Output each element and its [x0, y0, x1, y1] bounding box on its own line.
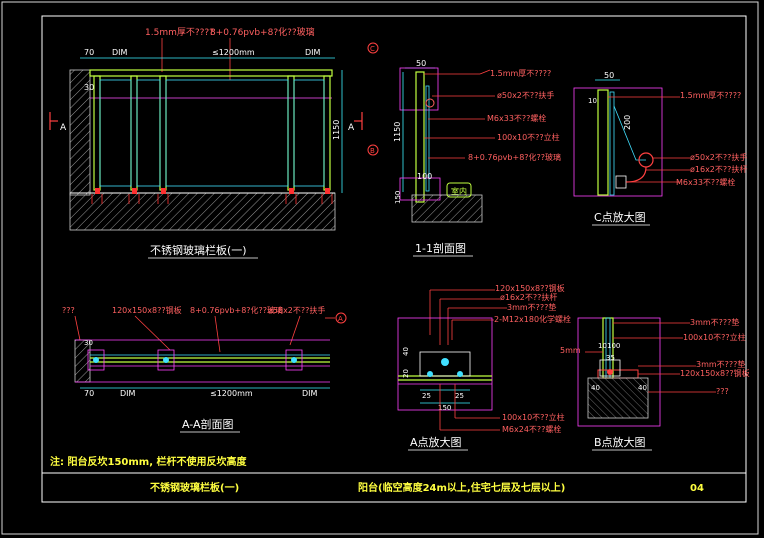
detb-dim-100: 100	[607, 342, 620, 350]
detb-label-5mm: 5mm	[560, 346, 581, 355]
detc-label-0: 1.5mm厚不????	[680, 91, 741, 100]
title-detail-a: A点放大图	[410, 435, 462, 449]
title-section-aa: A-A剖面图	[182, 417, 234, 431]
detc-label-3: M6x33不??螺栓	[676, 177, 735, 187]
detc-label-2: ø16x2不??扶杆	[690, 164, 747, 174]
secaa-marker-a: A	[338, 315, 343, 323]
detc-dim-200: 200	[623, 115, 632, 130]
detail-a: 120x150x8??钢板 ø16x2不??扶杆 3mm不???垫 2-M12x…	[397, 283, 571, 451]
elev-dim-dim-2: DIM	[305, 48, 321, 57]
secaa-dim-70: 70	[84, 389, 94, 398]
detb-label-4: ???	[716, 387, 729, 396]
drawing-note: 注: 阳台反坎150mm, 栏杆不使用反坎高度	[50, 455, 247, 468]
title-detail-c: C点放大图	[594, 210, 646, 224]
detb-dim-40-2: 40	[638, 384, 647, 392]
deta-label-5: M6x24不??螺栓	[502, 424, 561, 434]
sec11-dim-1150: 1150	[393, 122, 402, 142]
secaa-dim-dim-2: DIM	[302, 389, 318, 398]
sec11-box-label: 室内	[451, 186, 467, 196]
sec11-dim-150: 150	[394, 191, 402, 204]
sec11-dim-100: 100	[417, 172, 432, 181]
deta-dim-150: 150	[438, 404, 451, 412]
sec11-marker-c: C	[370, 45, 375, 53]
elev-marker-a-right: A	[348, 123, 355, 133]
detc-label-1: ø50x2不??扶手	[690, 152, 747, 162]
secaa-label-2: 8+0.76pvb+8?化??玻璃	[190, 305, 283, 315]
sec11-label-1: ø50x2不??扶手	[497, 90, 554, 100]
sec11-label-3: 100x10不??立柱	[497, 132, 560, 142]
footer-scope: 阳台(临空高度24m以上,住宅七层及七层以上)	[358, 481, 565, 494]
elev-marker-a-left: A	[60, 123, 67, 133]
detc-dim-10: 10	[588, 97, 597, 105]
elev-top-label-1: 1.5mm厚不????	[145, 27, 214, 38]
footer-drawing-name: 不锈钢玻璃栏板(一)	[150, 481, 239, 494]
elev-top-label-2: 8+0.76pvb+8?化??玻璃	[210, 26, 315, 38]
inner-frame	[41, 15, 747, 503]
detc-dim-50: 50	[604, 71, 614, 80]
sec11-label-4: 8+0.76pvb+8?化??玻璃	[468, 152, 561, 162]
deta-label-4: 100x10不??立柱	[502, 412, 565, 422]
deta-label-1: ø16x2不??扶杆	[500, 292, 557, 302]
detb-dim-40-1: 40	[591, 384, 600, 392]
deta-label-2: 3mm不???垫	[507, 302, 556, 312]
deta-label-0: 120x150x8??钢板	[495, 283, 565, 293]
deta-dim-25-2: 25	[455, 392, 464, 400]
detb-label-2: 3mm不???垫	[696, 359, 745, 369]
section-aa: ??? 120x150x8??钢板 8+0.76pvb+8?化??玻璃 ø50x…	[62, 305, 347, 433]
title-detail-b: B点放大图	[594, 435, 646, 449]
detb-dim-35: 35	[606, 354, 615, 362]
detail-b: 10 100 35 40 40 5mm 3mm不???垫 100x10不??立柱…	[560, 317, 750, 451]
secaa-label-3: ø50x2不??扶手	[268, 305, 325, 315]
title-main: 不锈钢玻璃栏板(一)	[150, 243, 247, 257]
sec11-label-0: 1.5mm厚不????	[490, 69, 551, 78]
secaa-dim-dim-1: DIM	[120, 389, 136, 398]
deta-dim-20: 20	[402, 369, 410, 378]
detb-dim-10: 10	[598, 342, 607, 350]
detb-label-0: 3mm不???垫	[690, 317, 739, 327]
deta-label-3: 2-M12x180化学螺栓	[494, 314, 571, 324]
sec11-label-2: M6x33不??螺栓	[487, 113, 546, 123]
secaa-dim-30: 30	[84, 339, 93, 347]
secaa-dim-1200: ≤1200mm	[210, 389, 253, 398]
deta-dim-40: 40	[402, 347, 410, 356]
elev-dim-70: 70	[84, 48, 94, 57]
secaa-label-0: ???	[62, 306, 75, 315]
detb-label-3: 120x150x8??钢板	[680, 368, 750, 378]
secaa-label-1: 120x150x8??钢板	[112, 305, 182, 315]
detail-c: 50 10 200 1.5mm厚不???? ø50x2不??扶手 ø16x2不?…	[573, 71, 747, 226]
sec11-dim-50: 50	[416, 59, 426, 68]
elevation-view: 1.5mm厚不???? 8+0.76pvb+8?化??玻璃 70 DIM ≤12…	[49, 26, 363, 259]
elev-dim-1150: 1150	[332, 120, 341, 140]
detb-label-1: 100x10不??立柱	[683, 332, 746, 342]
elev-dim-dim-1: DIM	[112, 48, 128, 57]
sec11-marker-b: B	[370, 147, 375, 155]
footer-sheet-number: 04	[690, 483, 704, 494]
section-1-1: C B 50 1150 100 150 室内 1.5mm厚不???? ø50x2…	[367, 42, 561, 257]
deta-dim-25-1: 25	[422, 392, 431, 400]
title-section-11: 1-1剖面图	[415, 241, 466, 255]
elev-dim-30: 30	[84, 83, 94, 92]
elev-dim-1200: ≤1200mm	[212, 48, 255, 57]
